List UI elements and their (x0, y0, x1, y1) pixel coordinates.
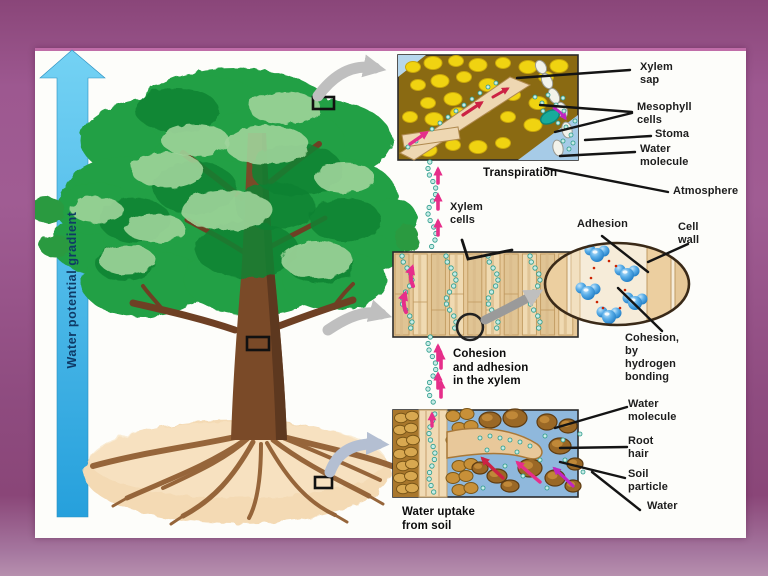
leaf-flow-arrows (408, 87, 567, 146)
root-panel (392, 408, 586, 498)
zoom-arrows (312, 54, 393, 478)
root-flow-arrows (427, 411, 575, 488)
zoom-arrow-leaf (312, 54, 387, 102)
diagram-illustration (35, 49, 691, 526)
label-xylem-cells: Xylem cells (450, 201, 483, 226)
root-view-box (313, 475, 334, 490)
magnify-arrow (480, 289, 544, 325)
label-water: Water (647, 500, 678, 512)
tree-illustration (35, 68, 419, 526)
caption-water-uptake: Water uptake from soil (402, 506, 475, 532)
label-cell-wall: Cell wall (678, 221, 700, 246)
label-root-hair: Root hair (628, 435, 654, 460)
water-potential-gradient-arrow (39, 49, 106, 518)
chain-flow-arrows (433, 166, 446, 399)
label-mesophyll-cells: Mesophyll cells (637, 101, 692, 126)
zoom-arrow-root (324, 431, 390, 478)
label-stoma: Stoma (655, 128, 690, 140)
zoom-arrow-xylem (322, 299, 393, 336)
water-potential-gradient-label: Water potential gradient (65, 211, 79, 369)
label-cohesion-hydrogen: Cohesion, by hydrogen bonding (625, 332, 680, 383)
leaf-panel (397, 54, 579, 161)
label-water-molecule-bottom: Water molecule (628, 398, 677, 423)
label-soil-particle: Soil particle (628, 468, 668, 493)
water-molecule-chains (425, 159, 439, 405)
magnified-region-circle (455, 312, 485, 342)
caption-cohesion-adhesion: Cohesion and adhesion in the xylem (453, 348, 529, 388)
label-xylem-sap: Xylem sap (640, 61, 673, 86)
label-pointer-lines (460, 68, 690, 512)
trunk-view-box (245, 335, 271, 352)
xylem-flow-arrows (398, 264, 415, 314)
label-adhesion: Adhesion (577, 218, 628, 230)
label-atmosphere: Atmosphere (673, 185, 739, 197)
caption-transpiration: Transpiration (483, 167, 558, 179)
label-water-molecule-top: Water molecule (640, 143, 689, 168)
